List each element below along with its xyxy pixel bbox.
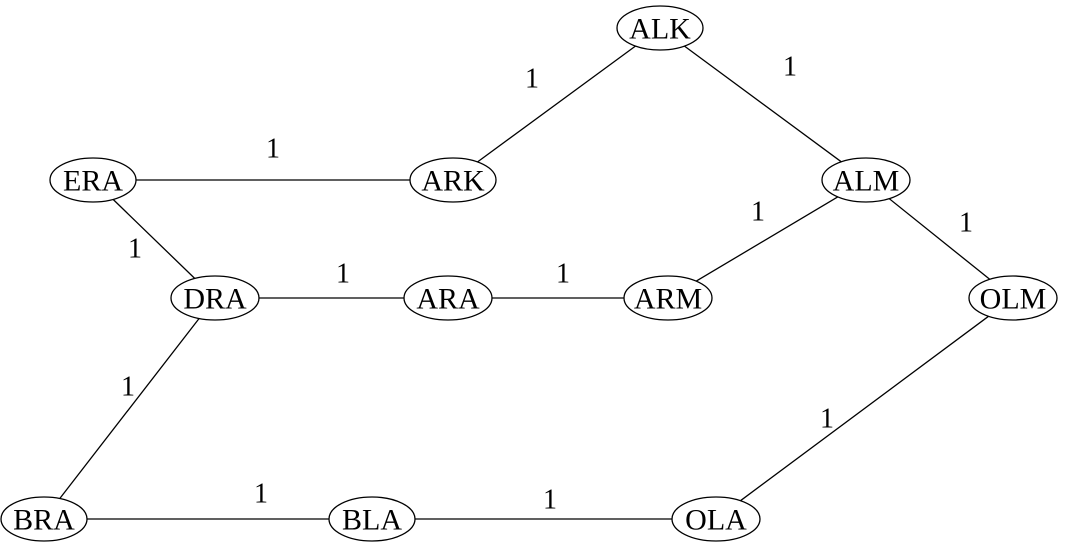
node-ellipse <box>403 275 493 321</box>
edge-label-layer: 1 1 1 1 1 1 1 1 1 1 1 1 <box>121 52 973 516</box>
node-ellipse <box>821 157 911 203</box>
node-ara: ARA <box>403 275 493 321</box>
node-ellipse <box>49 157 137 203</box>
node-ark: ARK <box>409 157 497 203</box>
node-alk: ALK <box>616 5 704 51</box>
node-ellipse <box>671 496 761 542</box>
edge-ark-alk <box>477 45 636 163</box>
node-layer: ALK ERA ARK ALM DRA ARA ARM OLM BRA BLA OLA <box>0 5 1058 542</box>
edge-weight-ola-olm: 1 <box>820 404 834 435</box>
node-ellipse <box>170 275 260 321</box>
edge-weight-arm-alm: 1 <box>751 197 765 228</box>
node-ellipse <box>328 496 416 542</box>
edge-weight-dra-ara: 1 <box>336 259 350 290</box>
node-ellipse <box>968 275 1058 321</box>
edge-weight-bra-bla: 1 <box>254 479 268 510</box>
node-ola: OLA <box>671 496 761 542</box>
node-label: OLA <box>685 504 747 537</box>
node-ellipse <box>623 275 713 321</box>
edge-arm-alm <box>695 196 839 282</box>
edge-weight-alm-olm: 1 <box>959 208 973 239</box>
node-label: ARK <box>421 165 485 198</box>
edge-weight-era-ark: 1 <box>266 134 280 165</box>
edge-layer <box>59 45 991 520</box>
node-label: DRA <box>183 283 247 316</box>
node-ellipse <box>409 157 497 203</box>
node-era: ERA <box>49 157 137 203</box>
node-bra: BRA <box>0 496 88 542</box>
node-label: ARM <box>634 283 702 316</box>
edge-alm-olm <box>888 198 991 280</box>
edge-weight-ara-arm: 1 <box>556 259 570 290</box>
node-dra: DRA <box>170 275 260 321</box>
edge-era-dra <box>112 198 196 279</box>
edge-weight-bla-ola: 1 <box>543 485 557 516</box>
edge-alk-alm <box>684 45 842 163</box>
node-label: ARA <box>416 283 480 316</box>
node-bla: BLA <box>328 496 416 542</box>
edge-weight-ark-alk: 1 <box>525 64 539 95</box>
edge-weight-dra-bra: 1 <box>121 372 135 403</box>
node-label: ERA <box>63 165 123 198</box>
node-olm: OLM <box>968 275 1058 321</box>
node-label: ALM <box>833 165 900 198</box>
node-ellipse <box>616 5 704 51</box>
edge-ola-olm <box>740 315 989 502</box>
node-label: OLM <box>980 283 1047 316</box>
node-arm: ARM <box>623 275 713 321</box>
node-label: ALK <box>629 13 691 46</box>
node-alm: ALM <box>821 157 911 203</box>
edge-weight-era-dra: 1 <box>128 234 142 265</box>
node-label: BLA <box>342 504 402 537</box>
node-ellipse <box>0 496 88 542</box>
node-label: BRA <box>13 504 75 537</box>
edge-dra-bra <box>59 318 200 499</box>
edge-weight-alk-alm: 1 <box>783 52 797 83</box>
